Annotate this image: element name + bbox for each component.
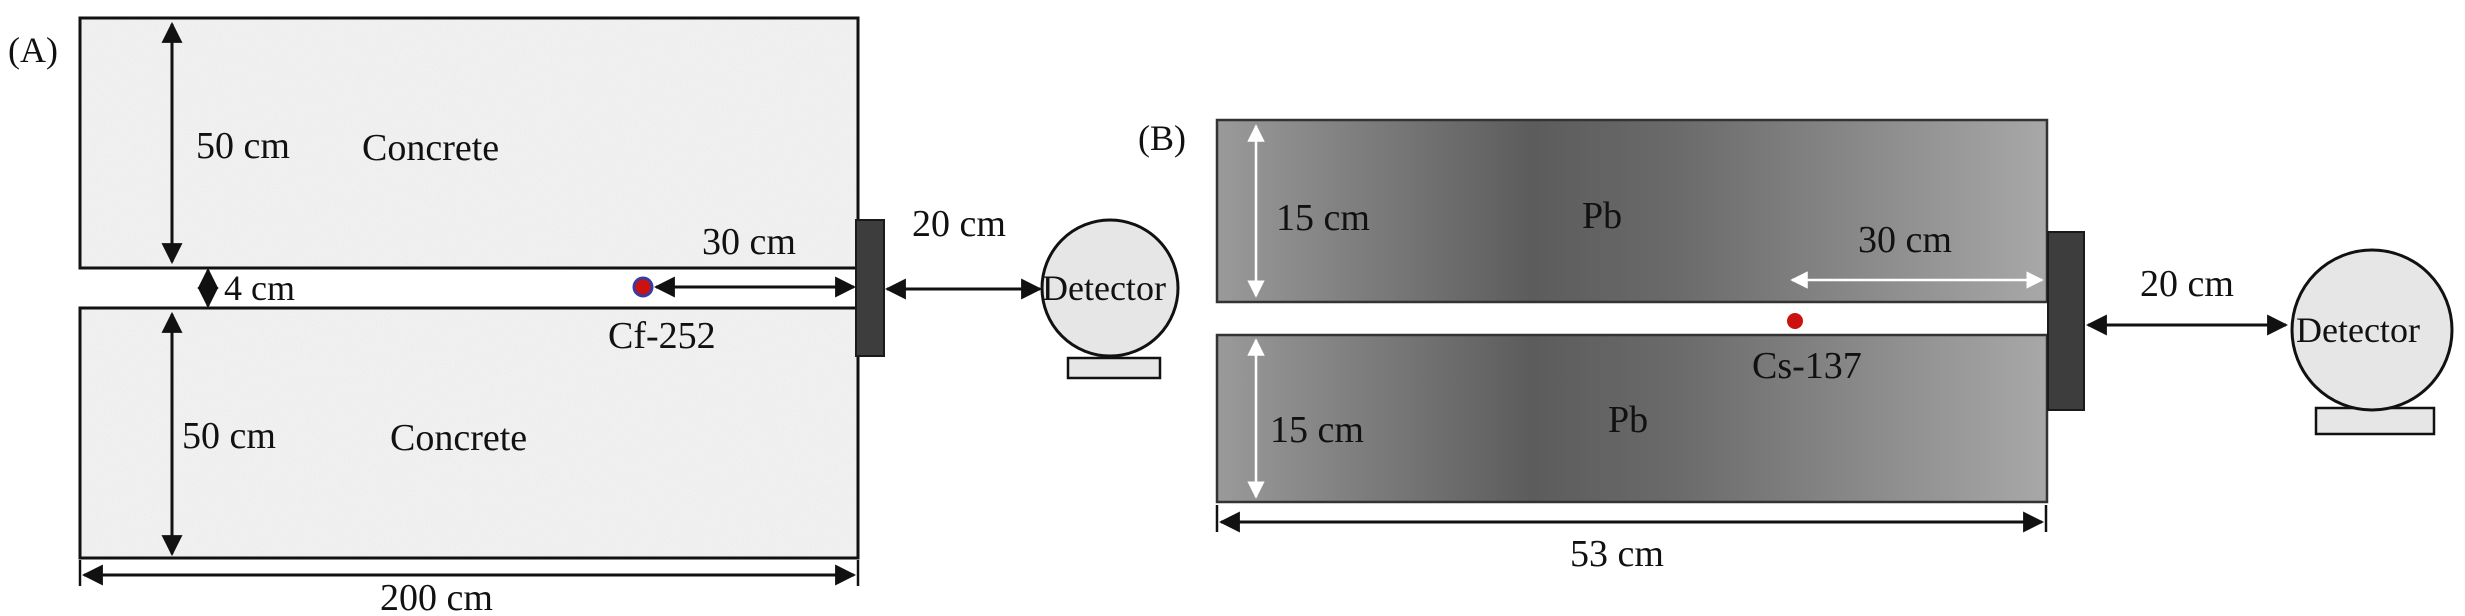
- cf252-source-label: Cf-252: [608, 315, 716, 357]
- top-thickness-label: 50 cm: [196, 125, 290, 167]
- panel-a-detector-label: Detector: [1042, 268, 1166, 308]
- concrete-top-block: [78, 16, 860, 270]
- pb-length-label: 53 cm: [1570, 533, 1664, 575]
- top-block-material: Concrete: [362, 127, 499, 169]
- panel-b-detector-label: Detector: [2296, 310, 2420, 350]
- length-label: 200 cm: [380, 577, 493, 616]
- cf252-source-dot: [632, 276, 654, 298]
- cs137-source-dot: [1787, 313, 1803, 329]
- panel-a-label: (A): [8, 30, 58, 70]
- pb-bottom-block: [1215, 333, 2049, 504]
- cs137-source-label: Cs-137: [1752, 345, 1862, 387]
- pb-source-distance-label: 30 cm: [1858, 219, 1952, 261]
- gap-label: 4 cm: [224, 268, 295, 308]
- bottom-block-material: Concrete: [390, 417, 527, 459]
- panel-b-label: (B): [1138, 118, 1186, 158]
- concrete-bottom-block: [78, 306, 860, 560]
- pb-bottom-material: Pb: [1608, 399, 1648, 441]
- pb-top-material: Pb: [1582, 195, 1622, 237]
- panel-b-wall-plate: [2047, 231, 2085, 411]
- detector-distance-label: 20 cm: [912, 203, 1006, 245]
- pb-bottom-thickness-label: 15 cm: [1270, 409, 1364, 451]
- pb-top-thickness-label: 15 cm: [1276, 197, 1370, 239]
- source-distance-label: 30 cm: [702, 221, 796, 263]
- panel-b: (B) Pb Pb 15 cm 15 cm 30 cm Cs-137 20 cm…: [1138, 118, 2454, 575]
- panel-b-detector: [2290, 248, 2454, 436]
- bottom-thickness-label: 50 cm: [182, 415, 276, 457]
- panel-a-detector: [1040, 218, 1180, 380]
- pb-detector-distance-label: 20 cm: [2140, 263, 2234, 305]
- panel-a: (A) Concrete Concrete 50 cm 50 cm 4 cm C…: [8, 16, 1180, 616]
- panel-a-wall-plate: [855, 219, 885, 357]
